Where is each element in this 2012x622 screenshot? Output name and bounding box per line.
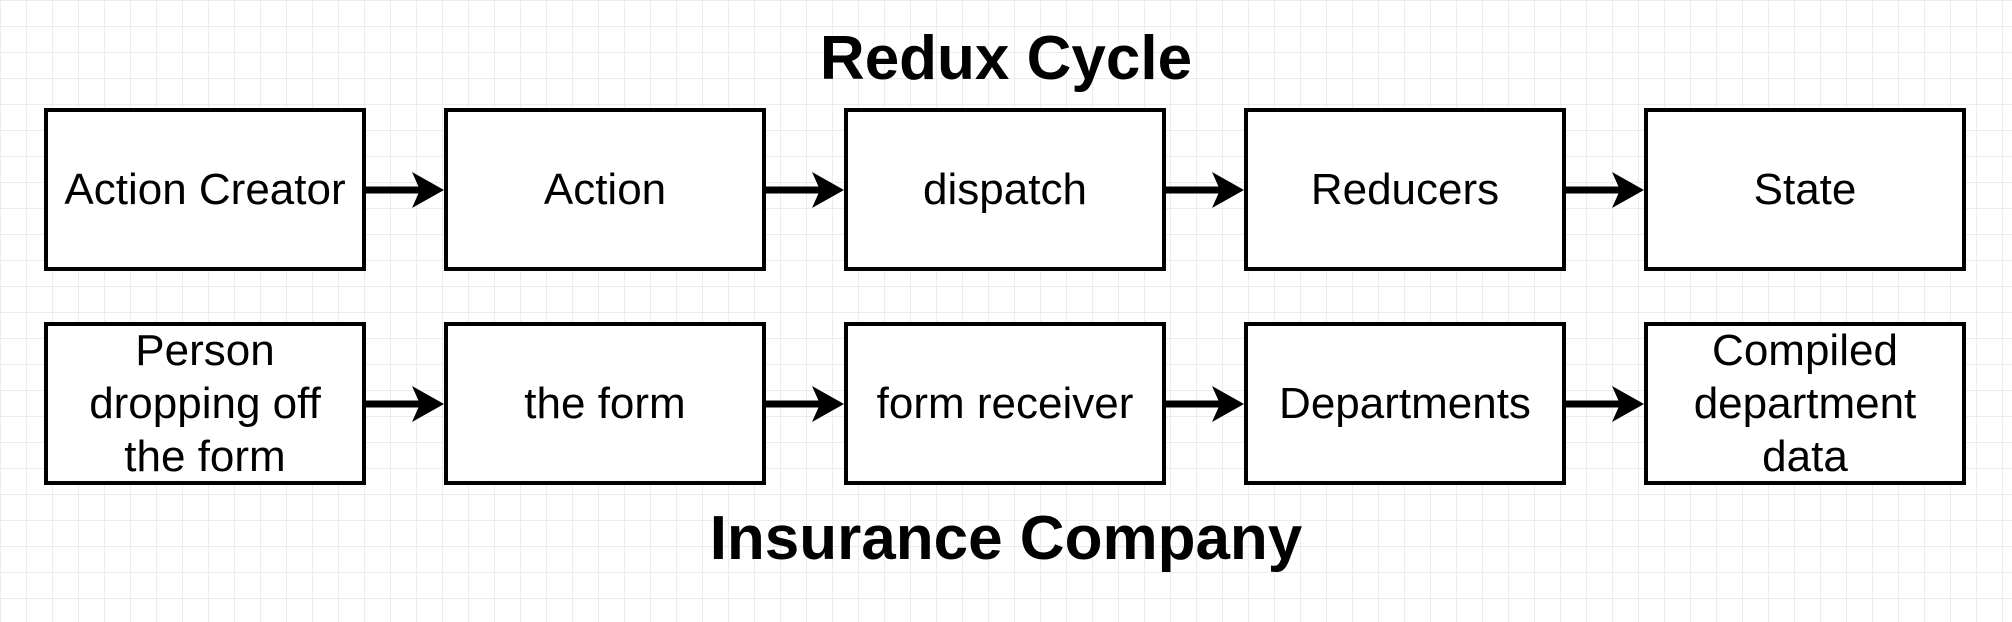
action-creator-box: Action Creator [44,108,366,271]
person-dropping-off-form-box: Person dropping off the form [44,322,366,485]
person-dropping-off-form-label: Person dropping off the form [89,326,321,481]
arrow-2-head [812,172,844,208]
arrow-5-head [412,386,444,422]
compiled-department-data-box: Compiled department data [1644,322,1966,485]
action-label: Action [543,165,667,214]
state-box: State [1644,108,1966,271]
arrow-3-head [1212,172,1244,208]
departments-box: Departments [1244,322,1566,485]
compiled-department-data-label: Compiled department data [1693,326,1917,481]
arrow-7-head [1212,386,1244,422]
the-form-box: the form [444,322,766,485]
reducers-label: Reducers [1310,165,1500,214]
state-label: State [1753,165,1857,214]
arrow-6-head [812,386,844,422]
form-receiver-box: form receiver [844,322,1166,485]
departments-label: Departments [1279,379,1531,428]
arrow-8-head [1612,386,1644,422]
redux-cycle-title: Redux Cycle [819,24,1193,93]
arrow-1-head [412,172,444,208]
action-box: Action [444,108,766,271]
insurance-company-title: Insurance Company [709,504,1303,573]
dispatch-label: dispatch [923,165,1087,214]
reducers-box: Reducers [1244,108,1566,271]
action-creator-label: Action Creator [64,165,346,214]
dispatch-box: dispatch [844,108,1166,271]
the-form-label: the form [524,379,686,428]
form-receiver-label: form receiver [876,379,1134,428]
arrow-4-head [1612,172,1644,208]
